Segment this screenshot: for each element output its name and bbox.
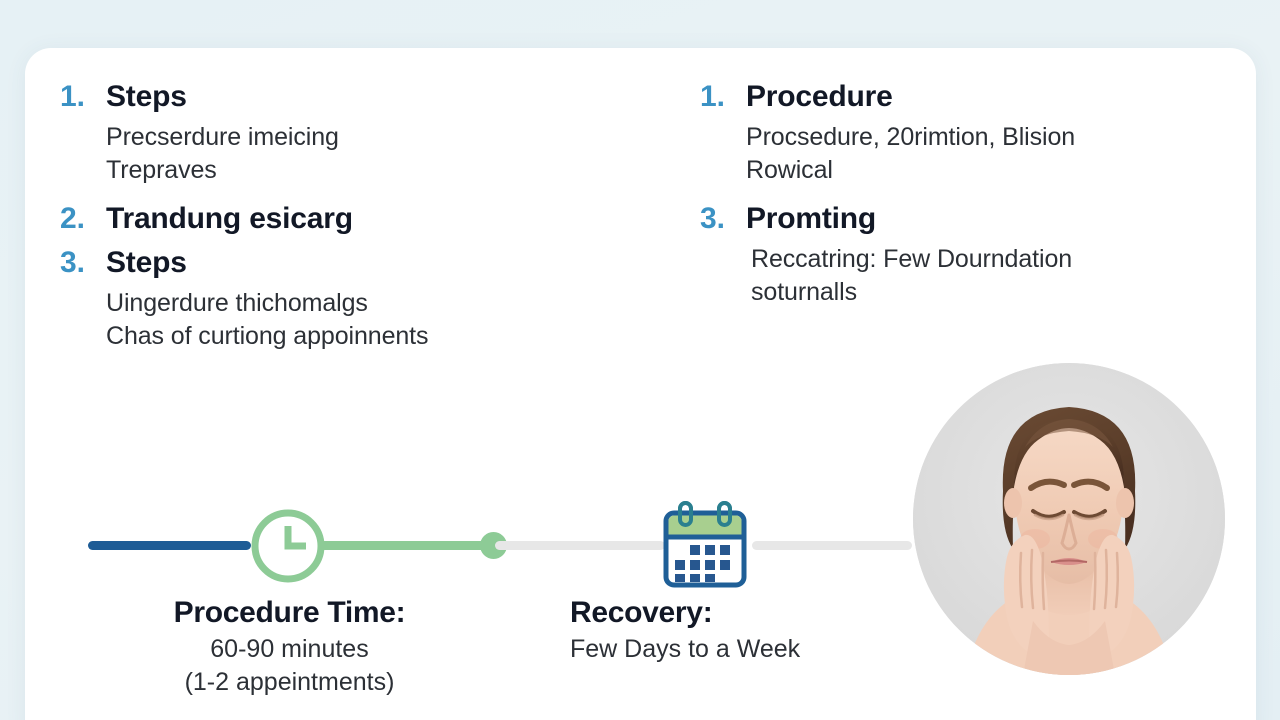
list-item: 3. Promting Reccatring: Few Dourndation … — [700, 198, 1245, 309]
list-item-description: Procsedure, 20rimtion, Blision Rowical — [746, 123, 1076, 184]
timeline-segment-active — [320, 541, 492, 550]
list-item-number: 3. — [700, 202, 726, 235]
list-item-title: Steps — [106, 80, 187, 113]
list-item-title: Steps — [106, 246, 187, 279]
milestone-heading: Procedure Time: — [173, 596, 406, 629]
list-item-number: 3. — [60, 246, 86, 279]
list-item: 2. Trandung esicarg — [60, 198, 620, 240]
clock-icon — [246, 504, 330, 588]
list-item: 1. Procedure Procsedure, 20rimtion, Blis… — [700, 76, 1245, 187]
right-steps-list: 1. Procedure Procsedure, 20rimtion, Blis… — [700, 76, 1245, 311]
calendar-icon — [657, 498, 753, 594]
timeline-segment-upcoming-1 — [495, 541, 665, 550]
milestone-line-1: 60-90 minutes — [210, 635, 369, 663]
milestone-line-1: Few Days to a Week — [570, 635, 801, 663]
procedure-timeline — [25, 488, 1256, 608]
spacer — [60, 189, 620, 198]
list-item-title: Trandung esicarg — [106, 202, 353, 235]
list-item: 1. Steps Precserdure imeicing Trepraves — [60, 76, 620, 187]
patient-portrait-image — [913, 363, 1225, 675]
recovery-label: Recovery: Few Days to a Week — [570, 593, 920, 666]
content-card: 1. Steps Precserdure imeicing Trepraves … — [25, 48, 1256, 720]
list-item-number: 1. — [60, 80, 86, 113]
timeline-segment-completed — [88, 541, 251, 550]
list-item-number: 2. — [60, 202, 86, 235]
procedure-time-label: Procedure Time: 60-90 minutes (1-2 appei… — [67, 593, 512, 699]
list-item-description: Uingerdure thichomalgs Chas of curtiong … — [106, 289, 429, 350]
list-item-description: Reccatring: Few Dourndation soturnalls — [751, 245, 1073, 306]
list-item-title: Procedure — [746, 80, 893, 113]
milestone-line-2: (1-2 appeintments) — [184, 668, 395, 696]
timeline-segment-upcoming-2 — [752, 541, 912, 550]
list-item-number: 1. — [700, 80, 726, 113]
list-item-title: Promting — [746, 202, 877, 235]
left-steps-list: 1. Steps Precserdure imeicing Trepraves … — [60, 76, 620, 355]
list-item: 3. Steps Uingerdure thichomalgs Chas of … — [60, 242, 620, 353]
list-item-description: Precserdure imeicing Trepraves — [106, 123, 339, 184]
spacer — [700, 189, 1245, 198]
milestone-heading: Recovery: — [570, 596, 713, 629]
